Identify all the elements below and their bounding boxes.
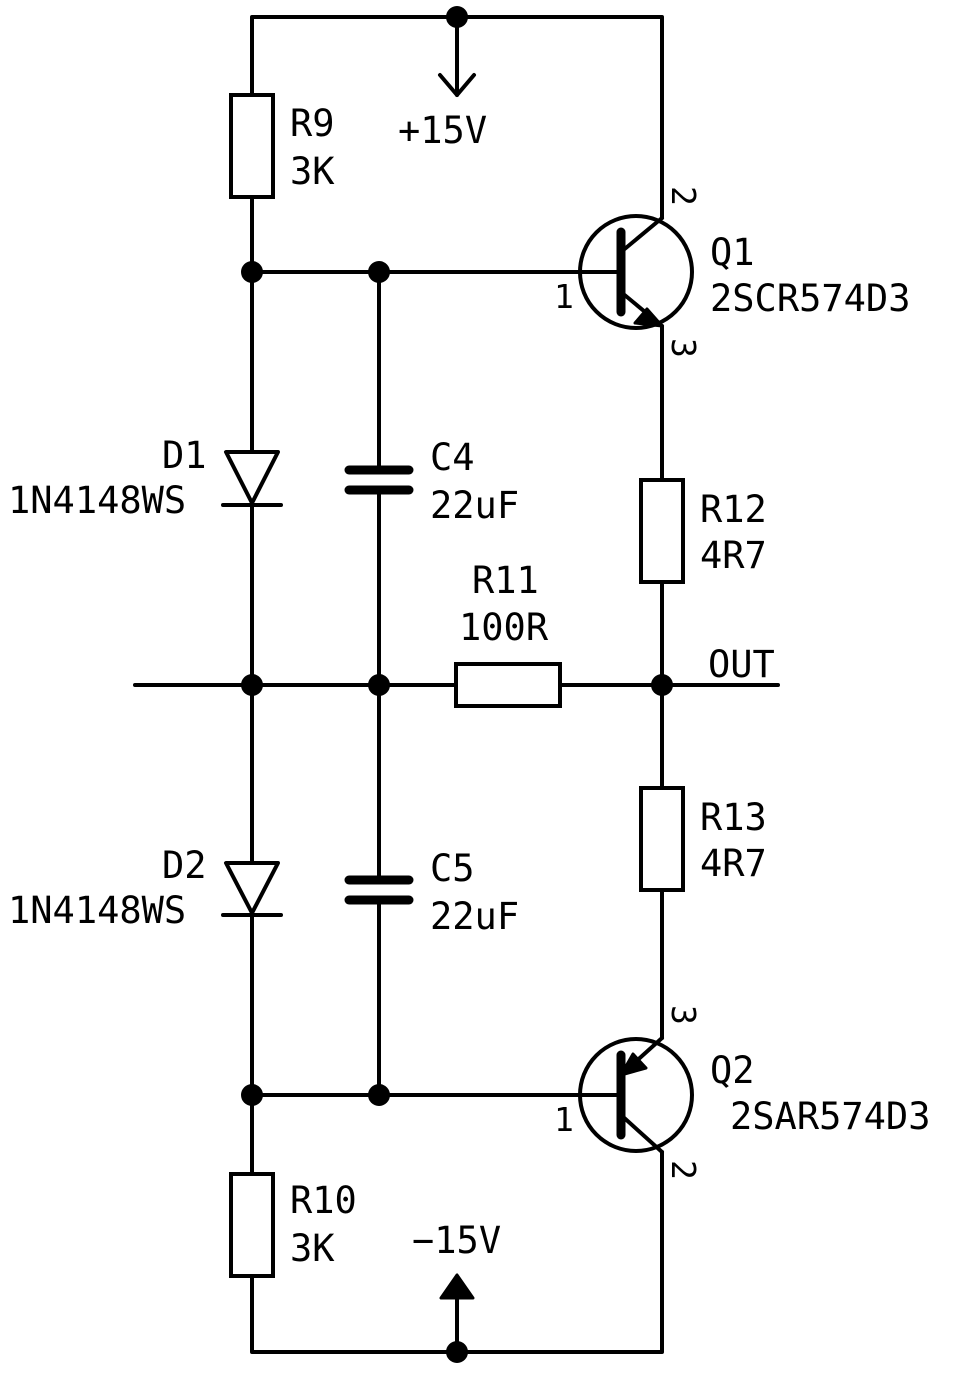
c5-value: 22uF: [430, 895, 519, 938]
power-symbol-positive: +15V: [398, 15, 487, 152]
emitter-arrow-icon: [633, 307, 664, 328]
diode-triangle: [224, 861, 280, 915]
d1-value: 1N4148WS: [8, 479, 186, 522]
capacitor-c5: C5 22uF: [344, 847, 519, 938]
transistor-q1: 1 2 3 Q1 2SCR574D3: [554, 186, 910, 358]
junction-dot: [651, 674, 673, 696]
diode-d2: D2 1N4148WS: [8, 844, 283, 932]
transistor-q2: 1 3 2 Q2 2SAR574D3: [554, 1005, 930, 1180]
q2-pin-base: 1: [554, 1100, 574, 1139]
arrow-down-icon: [438, 73, 476, 97]
r10-ref: R10: [290, 1179, 357, 1222]
c5-ref: C5: [430, 847, 475, 890]
power-symbol-negative: −15V: [412, 1219, 501, 1354]
r11-ref: R11: [472, 559, 539, 602]
diode-triangle: [224, 450, 280, 505]
resistor-r10: R10 3K: [229, 1172, 357, 1278]
q1-pin-emitter: 3: [664, 338, 703, 358]
junction-dot: [241, 261, 263, 283]
d1-ref: D1: [162, 434, 207, 477]
r9-value: 3K: [290, 150, 335, 193]
r9-ref: R9: [290, 102, 335, 145]
q2-pin-collector: 2: [664, 1160, 703, 1180]
junction-dot: [368, 674, 390, 696]
power-label-positive: +15V: [398, 109, 487, 152]
r12-ref: R12: [700, 488, 767, 531]
q1-pin-collector: 2: [664, 186, 703, 206]
c4-value: 22uF: [430, 484, 519, 527]
r11-value: 100R: [459, 606, 549, 649]
r13-ref: R13: [700, 796, 767, 839]
output-net-label: OUT: [708, 643, 775, 686]
junctions: [241, 6, 673, 1363]
resistor-body: [229, 93, 275, 199]
junction-dot: [241, 674, 263, 696]
resistor-body: [639, 478, 685, 584]
junction-dot: [241, 1084, 263, 1106]
r10-value: 3K: [290, 1227, 335, 1270]
q2-collector-lead: [619, 1113, 664, 1154]
arrow-up-icon: [439, 1273, 475, 1300]
power-label-negative: −15V: [412, 1219, 501, 1262]
q1-collector-lead: [619, 216, 664, 254]
c4-ref: C4: [430, 436, 475, 479]
junction-dot: [368, 261, 390, 283]
resistor-r9: R9 3K: [229, 93, 335, 199]
resistor-r13: R13 4R7: [639, 786, 767, 892]
resistor-body: [639, 786, 685, 892]
diode-d1: D1 1N4148WS: [8, 434, 283, 522]
q1-value: 2SCR574D3: [710, 277, 910, 320]
r13-value: 4R7: [700, 842, 767, 885]
q2-value: 2SAR574D3: [730, 1095, 930, 1138]
resistor-body: [454, 662, 562, 708]
q2-pin-emitter: 3: [664, 1005, 703, 1025]
d2-value: 1N4148WS: [8, 889, 186, 932]
junction-dot: [368, 1084, 390, 1106]
r12-value: 4R7: [700, 534, 767, 577]
resistor-r12: R12 4R7: [639, 478, 767, 584]
q2-ref: Q2: [710, 1049, 755, 1092]
emitter-arrow-icon: [619, 1052, 648, 1077]
q1-ref: Q1: [710, 231, 755, 274]
d2-ref: D2: [162, 844, 207, 887]
resistor-body: [229, 1172, 275, 1278]
capacitor-c4: C4 22uF: [344, 436, 519, 527]
q1-pin-base: 1: [554, 277, 574, 316]
resistor-r11: R11 100R: [454, 559, 562, 708]
